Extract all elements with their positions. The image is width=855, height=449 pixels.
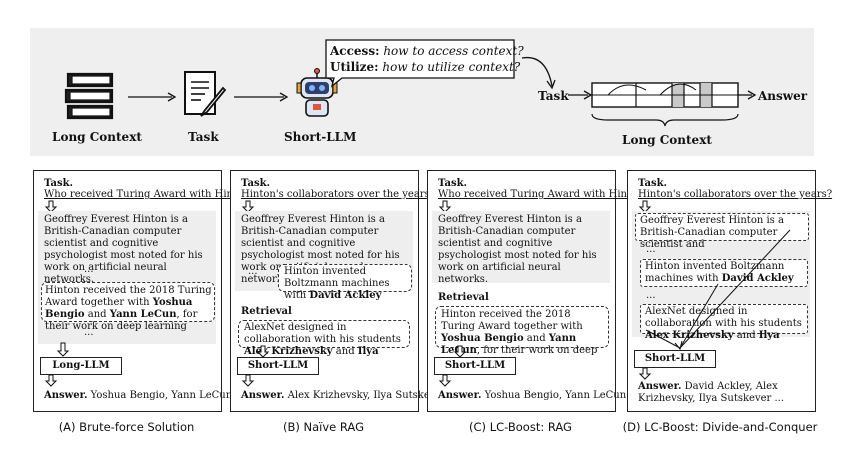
down-arrow-icon: [56, 342, 70, 357]
relevant-chunk-text: Hinton invented Boltzmann machines with …: [284, 266, 390, 301]
short-llm-label: Short-LLM: [284, 130, 357, 144]
ellipsis: ...: [84, 327, 94, 338]
task-head: Task.: [638, 178, 668, 189]
retrieved-chunk-text: AlexNet designed in collaboration with h…: [244, 322, 401, 357]
chunk-1-text: Geoffrey Everest Hinton is a British-Can…: [640, 215, 784, 250]
caption-a: (A) Brute-force Solution: [58, 420, 195, 434]
long-llm-box: Long-LLM: [40, 357, 122, 375]
short-llm-box: Short-LLM: [237, 357, 319, 375]
retrieved-chunk: [435, 306, 609, 348]
down-arrow-icon: [638, 367, 652, 380]
task-head: Task.: [438, 178, 468, 189]
chunk-2: [640, 259, 808, 287]
down-arrow-icon: [241, 200, 255, 213]
panel-lcboost-rag: [427, 170, 616, 412]
task-head: Task.: [44, 178, 74, 189]
relevant-chunk: [278, 264, 412, 292]
chunk-3-text: AlexNet designed in collaboration with h…: [645, 306, 802, 341]
retrieval-label: Retrieval: [241, 306, 292, 317]
arrow-icon: [128, 92, 177, 102]
task-label: Task: [188, 130, 219, 144]
answer-line: Answer. David Ackley, Alex Krizhevsky, I…: [638, 381, 785, 404]
caption-c: (C) LC-Boost: RAG: [469, 420, 572, 434]
ellipsis: ...: [646, 244, 656, 255]
relevant-chunk: [41, 282, 215, 322]
long-context-label: Long Context: [52, 130, 142, 144]
context-bar: [568, 82, 757, 127]
caption-b: (B) Naïve RAG: [283, 420, 364, 434]
down-arrow-icon: [438, 374, 452, 387]
aggregation-arrows: [645, 229, 791, 351]
task-question: Hinton's collaborators over the years?: [241, 189, 436, 200]
task-right-label: Task: [538, 89, 569, 103]
down-arrow-icon: [256, 345, 270, 358]
long-context-right-label: Long Context: [622, 133, 712, 147]
retrieved-chunk: [238, 320, 410, 348]
speech-bubble: [325, 39, 515, 88]
context-block: [432, 211, 610, 283]
short-llm-box: Short-LLM: [434, 357, 516, 375]
task-head: Task.: [241, 178, 271, 189]
answer-right-label: Answer: [758, 89, 808, 103]
task-document-icon: [184, 71, 227, 117]
arrow-icon: [234, 92, 289, 102]
ellipsis: ...: [84, 264, 94, 275]
down-arrow-icon: [453, 345, 467, 358]
context-paragraph: Geoffrey Everest Hinton is a British-Can…: [438, 214, 597, 285]
retrieval-label: Retrieval: [438, 292, 489, 303]
ellipsis: ...: [646, 290, 656, 301]
answer-line: Answer. Yoshua Bengio, Yann LeCun: [438, 390, 627, 401]
down-arrow-icon: [438, 200, 452, 213]
task-question: Who received Turing Award with Hinton?: [44, 189, 255, 200]
task-question: Who received Turing Award with Hinton?: [438, 189, 649, 200]
chunk-1: [635, 213, 809, 241]
down-arrow-icon: [638, 200, 652, 213]
answer-line: Answer. Yoshua Bengio, Yann LeCun: [44, 390, 233, 401]
context-paragraph: Geoffrey Everest Hinton is a British-Can…: [44, 214, 203, 285]
down-arrow-icon: [44, 200, 58, 213]
relevant-chunk-text: Hinton received the 2018 Turing Award to…: [45, 285, 212, 332]
utilize-line: Utilize: how to utilize context?: [330, 60, 521, 74]
down-arrow-icon: [241, 374, 255, 387]
robot-icon: [296, 68, 338, 117]
curved-arrow-icon: [521, 56, 556, 90]
access-line: Access: how to access context?: [330, 44, 524, 58]
down-arrow-icon: [44, 374, 58, 387]
short-llm-box: Short-LLM: [634, 350, 716, 368]
chunk-2-text: Hinton invented Boltzmann machines with …: [645, 261, 794, 284]
books-icon: [64, 72, 114, 120]
chunk-3: [640, 304, 808, 334]
answer-line: Answer. Alex Krizhevsky, Ilya Sutskever: [241, 390, 447, 401]
ellipsis: ...: [248, 266, 258, 277]
caption-d: (D) LC-Boost: Divide-and-Conquer: [622, 420, 818, 434]
task-question: Hinton's collaborators over the years?: [638, 189, 833, 200]
